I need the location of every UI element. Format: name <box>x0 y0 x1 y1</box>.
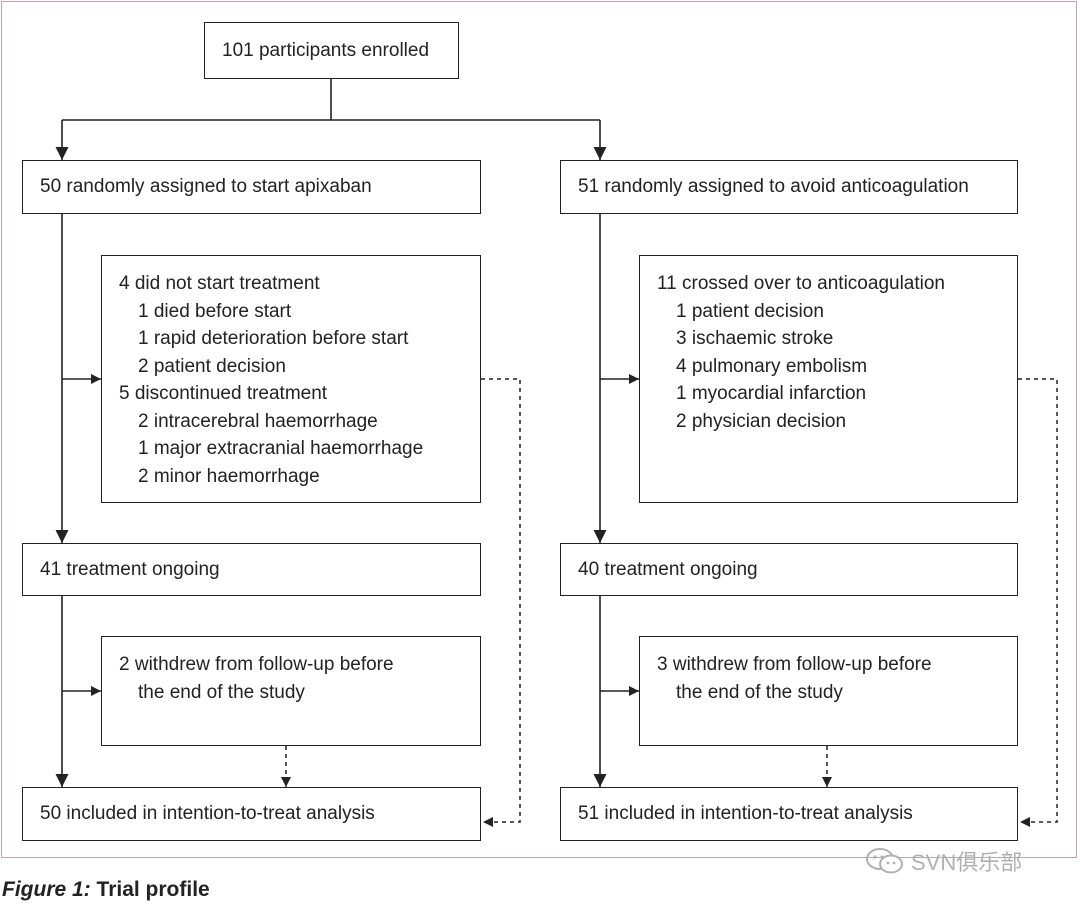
left-exclusion-item: 1 major extracranial haemorrhage <box>138 438 424 459</box>
right-withdrew-line-2: the end of the study <box>676 681 843 703</box>
figure-frame <box>1 1 1077 858</box>
left-exclusion-item: 5 discontinued treatment <box>119 383 328 404</box>
left-exclusion-item: 2 minor haemorrhage <box>138 465 320 487</box>
left-exclusion-item: 1 died before start <box>138 300 292 322</box>
right-exclusions-list: 11 crossed over to anticoagulation 1 pati… <box>657 270 1000 435</box>
left-ongoing-text: 41 treatment ongoing <box>40 558 220 580</box>
figure-caption: Figure 1: Trial profile <box>2 878 210 902</box>
right-exclusion-item: 11 crossed over to anticoagulation <box>657 273 945 294</box>
left-exclusion-item: 1 rapid deterioration before start <box>138 328 409 349</box>
right-withdrew-box: 3 withdrew from follow-up before the end… <box>639 636 1018 746</box>
chat-bubbles-icon <box>866 848 903 874</box>
left-analysis-box: 50 included in intention-to-treat analys… <box>22 787 481 841</box>
right-withdrew-line-1: 3 withdrew from follow-up before <box>657 654 932 675</box>
left-withdrew-box: 2 withdrew from follow-up before the end… <box>101 636 481 746</box>
enrolled-text: 101 participants enrolled <box>222 39 430 61</box>
right-analysis-box: 51 included in intention-to-treat analys… <box>560 787 1018 841</box>
watermark: SVN俱乐部 <box>865 845 1022 877</box>
right-analysis-text: 51 included in intention-to-treat analys… <box>578 803 913 825</box>
right-assigned-box: 51 randomly assigned to avoid anticoagul… <box>560 160 1018 214</box>
left-exclusions-box: 4 did not start treatment 1 died before s… <box>101 255 481 503</box>
enrolled-box: 101 participants enrolled <box>204 22 459 79</box>
left-withdrew-line-2: the end of the study <box>138 681 305 703</box>
left-exclusion-item: 4 did not start treatment <box>119 273 320 294</box>
right-assigned-text: 51 randomly assigned to avoid anticoagul… <box>578 176 969 198</box>
left-exclusion-item: 2 intracerebral haemorrhage <box>138 410 378 432</box>
right-exclusion-item: 3 ischaemic stroke <box>676 328 834 349</box>
right-ongoing-text: 40 treatment ongoing <box>578 558 758 580</box>
right-exclusion-item: 1 myocardial infarction <box>676 383 867 404</box>
left-ongoing-box: 41 treatment ongoing <box>22 543 481 596</box>
right-exclusion-item: 1 patient decision <box>676 300 824 322</box>
figure-label: Figure 1: <box>2 878 91 901</box>
right-ongoing-box: 40 treatment ongoing <box>560 543 1018 596</box>
left-exclusion-item: 2 patient decision <box>138 355 286 377</box>
left-withdrew-line-1: 2 withdrew from follow-up before <box>119 654 394 675</box>
right-exclusion-item: 2 physician decision <box>676 410 847 432</box>
right-dashed-exclusions-to-analysis <box>1018 378 1058 827</box>
figure-title: Trial profile <box>90 878 210 901</box>
left-analysis-text: 50 included in intention-to-treat analys… <box>40 803 375 825</box>
right-exclusion-item: 4 pulmonary embolism <box>676 355 868 377</box>
left-assigned-text: 50 randomly assigned to start apixaban <box>40 176 372 198</box>
left-assigned-box: 50 randomly assigned to start apixaban <box>22 160 481 214</box>
watermark-text: SVN俱乐部 <box>911 850 1023 875</box>
left-dashed-exclusions-to-analysis <box>481 378 521 827</box>
right-exclusions-box: 11 crossed over to anticoagulation 1 pati… <box>639 255 1018 503</box>
left-exclusions-list: 4 did not start treatment 1 died before s… <box>119 270 463 490</box>
